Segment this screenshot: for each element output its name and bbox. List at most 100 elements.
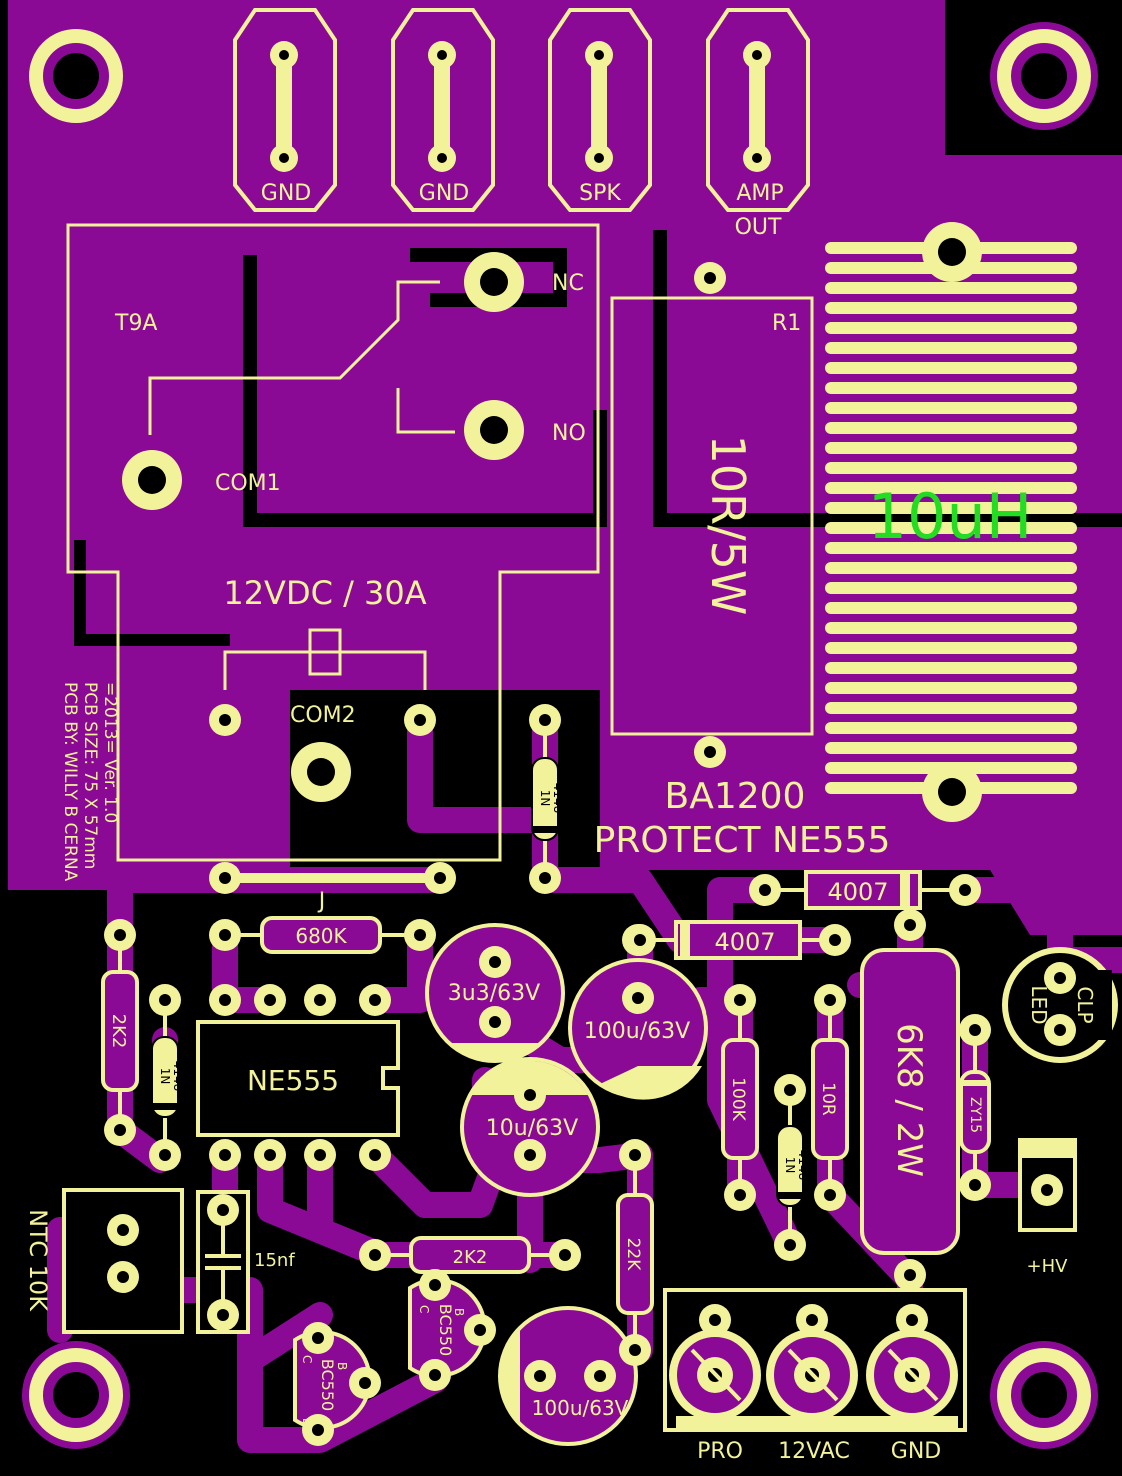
r22k-label: 22K [623,1238,643,1272]
cap-100u-bottom [498,1306,638,1446]
cap-15nf-label: 15nf [254,1250,295,1271]
transistor-a-pin-e: E [417,1370,431,1378]
cap-3u3-label: 3u3/63V [448,981,540,1006]
ic-pin-3 [304,984,336,1016]
r2k2v-pad-bottom [104,1114,136,1146]
ic-label: NE555 [247,1064,339,1097]
ntc-label: NTC 10K [24,1209,52,1312]
d4007-top-pad-b [949,874,981,906]
zener-body [959,1070,991,1154]
ic-pin-6 [254,1139,286,1171]
r2k2h-pad-a [359,1239,391,1271]
r2k2v-label: 2K2 [108,1014,129,1049]
r680k-label: 680K [295,924,347,948]
connector-label-12vac: 12VAC [778,1439,850,1464]
diode-b-pad-bottom [149,1139,181,1171]
relay-no-label: NO [552,421,586,446]
r6k8-label: 6K8 / 2W [889,1023,929,1177]
credits-line2: PCB SIZE: 75 X 57mm [80,682,100,869]
r22k-pad-bottom [619,1334,651,1366]
relay-nc-label: NC [552,271,584,296]
connector-pin-12vac [766,1304,858,1421]
r100k-label: 100K [728,1077,748,1121]
power-resistor-pad-bottom [694,736,726,768]
jumper-pad-b [424,862,456,894]
r6k8-body [860,948,960,1255]
terminal-label-spk: SPK [579,181,621,206]
diode-c-label-2: 4148 [796,1150,810,1181]
led-outline [1002,947,1118,1063]
d4007-mid-label: 4007 [714,928,775,956]
relay-com1-label: COM1 [215,471,281,496]
transistor-b-label: BC550 [318,1359,337,1411]
d4007-mid-body [674,920,802,960]
r10r-pad-top [814,984,846,1016]
diode-a-pad-top [529,704,561,736]
ic-pin-4 [359,984,391,1016]
cap-10u [460,1057,600,1197]
diode-b-label-1: 1N [158,1068,172,1085]
d4007-mid-pad-b [819,924,851,956]
d4007-top-pad-a [749,874,781,906]
spade-blades [270,41,771,172]
relay-pad-com1 [122,450,182,510]
r6k8-pad-top [894,909,926,941]
inductor-pad-top [922,222,982,282]
connector-label-pro: PRO [697,1439,743,1464]
ntc-pad-b [107,1261,139,1293]
terminal-label-gnd-1: GND [261,181,311,206]
mounting-hole-dots [31,31,1089,1440]
board-title-line1: BA1200 [665,776,806,817]
relay-ref: T9A [114,311,158,336]
r100k-pad-bottom [724,1179,756,1211]
relay-pad-nc [464,252,524,312]
transistor-b [293,1322,381,1446]
r2k2v-body [101,970,139,1092]
diode-a-label-2: 4148 [551,783,565,814]
transistor-b-pin-e: E [300,1418,314,1426]
ic-pin-2 [254,984,286,1016]
r2k2v-pad-top [104,919,136,951]
power-resistor-value: 10R/5W [701,435,755,616]
led-label-a: LED [1027,985,1051,1024]
board-title-line2: PROTECT NE555 [594,820,891,861]
transistor-b-pin-c: C [300,1355,314,1363]
r6k8-pad-bottom [894,1259,926,1291]
diode-a-body [531,757,559,841]
transistor-a-pin-c: C [417,1305,431,1313]
zener-label: ZY15 [967,1097,983,1133]
connector-pin-pro [669,1304,761,1421]
diode-b-label-2: 4148 [171,1061,185,1092]
terminal-label-out: OUT [735,215,782,240]
isolation-channel-3 [653,230,1122,527]
jumper-label: J [317,889,326,914]
relay-com2-label: COM2 [290,703,356,728]
spade-holes [279,50,762,163]
zener-pad-top [959,1014,991,1046]
ic-outline [196,1020,400,1137]
relay-pad-coil-b [404,704,436,736]
cap-100u-top-label: 100u/63V [584,1019,690,1044]
d4007-mid-pad-a [624,924,656,956]
power-resistor-pad-top [694,262,726,294]
r680k-body [260,916,382,954]
diode-b-pad-top [149,984,181,1016]
inductor-coil [825,242,1077,794]
ic-pin-5 [209,1139,241,1171]
r680k-pad-a [209,919,241,951]
diode-a-label-1: 1N [538,790,552,807]
ic-pin-7 [304,1139,336,1171]
copper-left-band [8,150,183,890]
r10r-body [811,1038,849,1160]
transistor-a [408,1269,496,1391]
relay-outline [66,223,600,862]
power-resistor-ref: R1 [772,311,801,336]
relay-pad-coil-a [209,704,241,736]
r680k-pad-b [404,919,436,951]
ntc-pad-a [107,1214,139,1246]
r10r-pad-bottom [814,1179,846,1211]
diode-c-pad-bottom [774,1229,806,1261]
credits-line1: PCB BY: WILLY B CERNA [60,682,80,882]
cap-3u3 [425,923,565,1063]
diode-a-pad-bottom [529,862,561,894]
